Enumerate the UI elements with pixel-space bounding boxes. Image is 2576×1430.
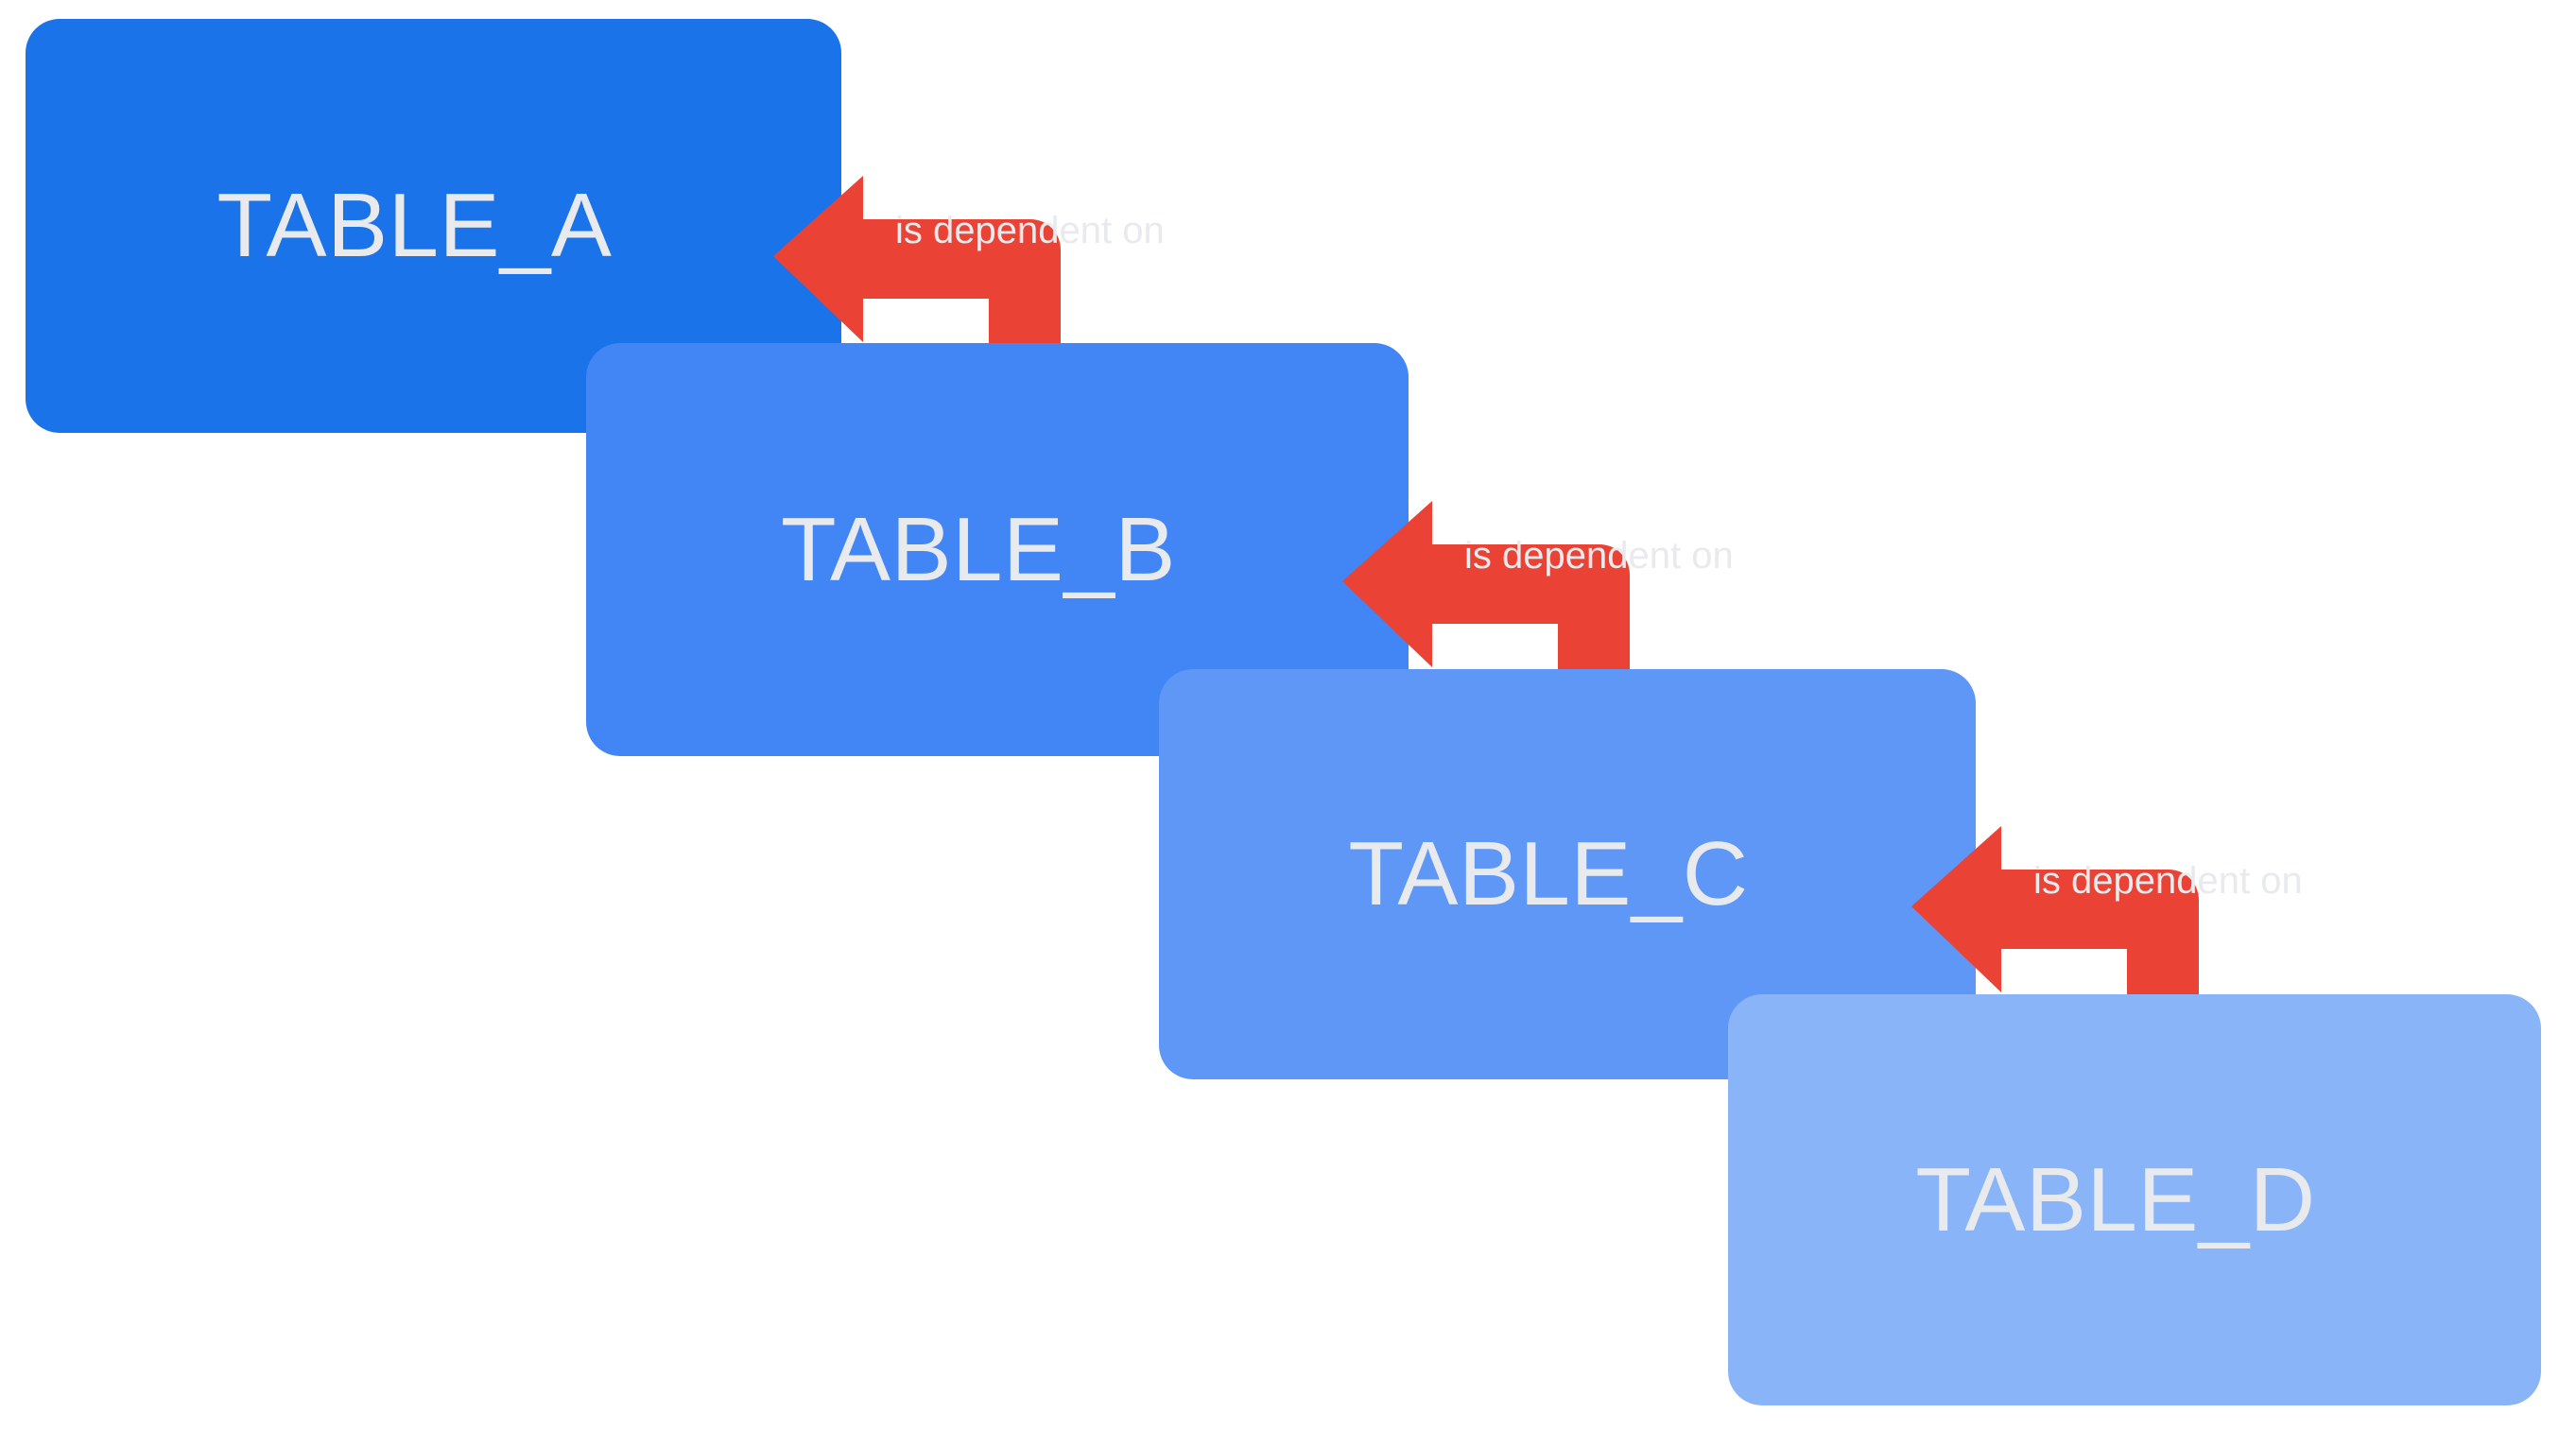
node-table-a-label: TABLE_A [216,175,613,276]
node-table-b-label: TABLE_B [781,498,1176,600]
node-table-d[interactable]: TABLE_D [1728,994,2541,1405]
node-table-c-label: TABLE_C [1348,823,1749,924]
node-table-d-label: TABLE_D [1915,1148,2316,1250]
node-table-a[interactable]: TABLE_A [26,19,841,433]
